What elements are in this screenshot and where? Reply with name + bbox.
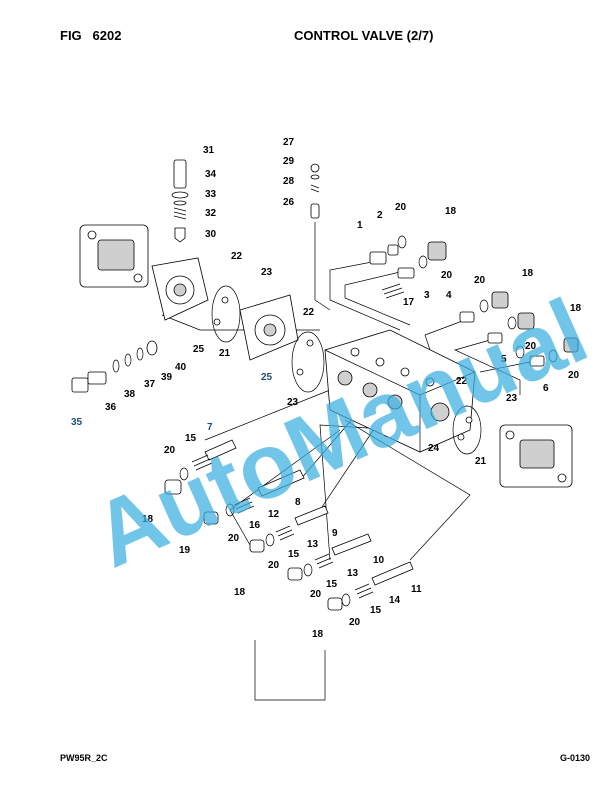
callout-2: 2 (377, 210, 383, 221)
callout-6: 6 (543, 383, 549, 394)
callout-4: 4 (446, 290, 452, 301)
callout-20: 20 (164, 445, 176, 456)
callout-29: 29 (283, 156, 295, 167)
callout-33: 33 (205, 189, 217, 200)
callout-25: 25 (261, 372, 273, 383)
callout-27: 27 (283, 137, 295, 148)
callout-20: 20 (310, 589, 322, 600)
callout-15: 15 (370, 605, 382, 616)
figure-label: FIG 6202 (60, 28, 121, 43)
callout-12: 12 (268, 509, 280, 520)
callout-30: 30 (205, 229, 217, 240)
callout-10: 10 (373, 555, 385, 566)
callout-19: 19 (179, 545, 191, 556)
left-valve-housing (79, 224, 149, 288)
callout-18: 18 (522, 268, 534, 279)
callout-15: 15 (185, 433, 197, 444)
callout-15: 15 (326, 579, 338, 590)
callout-13: 13 (347, 568, 359, 579)
callout-20: 20 (525, 341, 537, 352)
callout-38: 38 (124, 389, 136, 400)
callout-20: 20 (228, 533, 240, 544)
o-ring-set-middle (291, 331, 325, 393)
callout-37: 37 (144, 379, 156, 390)
callout-22: 22 (456, 376, 468, 387)
page-title: CONTROL VALVE (2/7) (294, 28, 434, 43)
callout-15: 15 (288, 549, 300, 560)
callout-1: 1 (357, 220, 363, 231)
callout-20: 20 (349, 617, 361, 628)
right-valve-housing (499, 424, 573, 488)
o-ring-set-right (452, 405, 482, 455)
callout-21: 21 (219, 348, 231, 359)
callout-labels: 31 34 33 32 30 27 29 28 26 1 2 20 18 20 … (71, 137, 582, 640)
model-code: PW95R_2C (60, 753, 108, 763)
page-code: G-0130 (560, 753, 591, 763)
relief-valve-stack-top (171, 159, 189, 243)
left-relief-valve (71, 340, 158, 393)
callout-20: 20 (395, 202, 407, 213)
callout-8: 8 (295, 497, 301, 508)
callout-16: 16 (249, 520, 261, 531)
callout-18: 18 (570, 303, 582, 314)
callout-7: 7 (207, 422, 213, 433)
callout-18: 18 (312, 629, 324, 640)
callout-22: 22 (303, 307, 315, 318)
figure-number: 6202 (92, 28, 122, 43)
callout-18: 18 (234, 587, 246, 598)
main-valve-block (324, 329, 476, 453)
connection-lines (161, 222, 531, 701)
callout-23: 23 (506, 393, 518, 404)
upper-right-plugs (369, 235, 579, 367)
o-ring-set-left (211, 285, 241, 343)
callout-21: 21 (475, 456, 487, 467)
callout-32: 32 (205, 208, 217, 219)
callout-23: 23 (287, 397, 299, 408)
callout-11: 11 (411, 584, 422, 595)
callout-22: 22 (231, 251, 243, 262)
callout-20: 20 (568, 370, 580, 381)
figure-label-prefix: FIG (60, 28, 82, 43)
callout-39: 39 (161, 372, 173, 383)
callout-18: 18 (445, 206, 457, 217)
callout-5: 5 (501, 354, 507, 365)
callout-23: 23 (261, 267, 273, 278)
callout-20: 20 (441, 270, 453, 281)
callout-25: 25 (193, 344, 205, 355)
callout-9: 9 (332, 528, 338, 539)
callout-14: 14 (389, 595, 401, 606)
callout-24: 24 (428, 443, 440, 454)
callout-26: 26 (283, 197, 295, 208)
top-spool-stack (310, 163, 320, 219)
callout-17: 17 (403, 297, 415, 308)
callout-28: 28 (283, 176, 295, 187)
callout-20: 20 (474, 275, 486, 286)
left-inner-cover (239, 294, 299, 361)
callout-40: 40 (175, 362, 187, 373)
callout-18: 18 (142, 514, 154, 525)
spool-assemblies (164, 439, 414, 611)
left-end-cover (151, 257, 209, 321)
callout-13: 13 (307, 539, 319, 550)
callout-31: 31 (203, 145, 215, 156)
callout-20: 20 (268, 560, 280, 571)
callout-36: 36 (105, 402, 117, 413)
callout-35: 35 (71, 417, 83, 428)
callout-3: 3 (424, 290, 430, 301)
callout-34: 34 (205, 169, 217, 180)
